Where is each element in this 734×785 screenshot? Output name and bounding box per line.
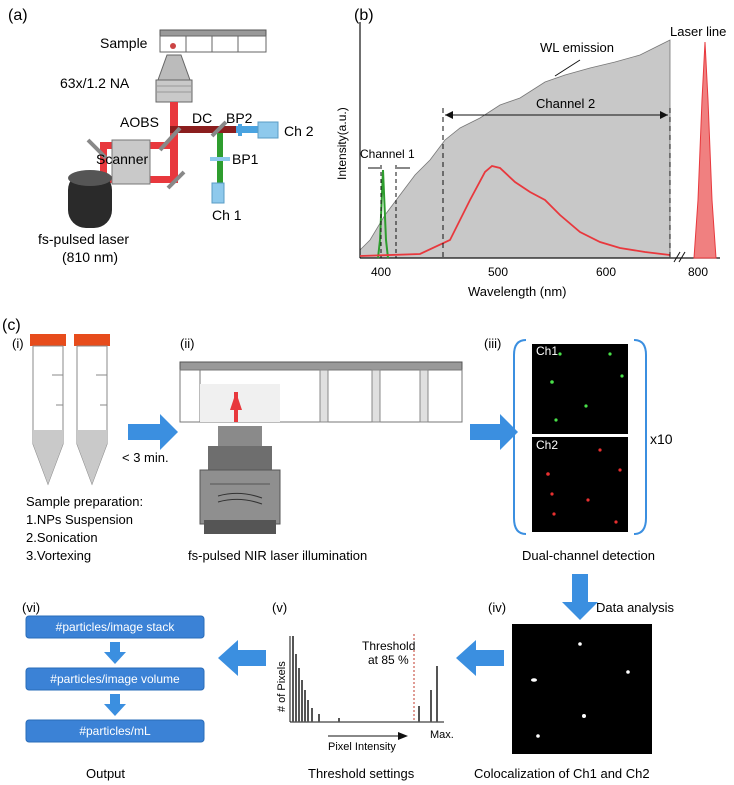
channel1-label: Channel 1 — [360, 147, 415, 161]
channel2-label: Channel 2 — [536, 96, 595, 111]
detection-images — [513, 339, 647, 535]
ch1-image-label: Ch1 — [536, 344, 558, 358]
laser-label-1: fs-pulsed laser — [38, 231, 129, 247]
ch2-detector — [257, 121, 279, 139]
panel-a-label: (a) — [8, 7, 28, 24]
aobs-label: AOBS — [120, 114, 159, 130]
dc-label: DC — [192, 110, 212, 126]
panel-b: (b) Channel 1 Channel 2 WL emission Lase… — [335, 7, 726, 299]
bp1-label: BP1 — [232, 151, 259, 167]
output-box-1: #particles/image stack — [56, 620, 176, 634]
step-vi-label: (vi) — [22, 600, 40, 615]
threshold-label-2: at 85 % — [368, 653, 409, 667]
step-ii-label: (ii) — [180, 336, 194, 351]
laser-head — [68, 170, 112, 228]
prep-step-2: 2.Sonication — [26, 530, 98, 545]
step-iii-label: (iii) — [484, 336, 501, 351]
objective-lens — [155, 54, 193, 103]
scanner-label: Scanner — [96, 151, 148, 167]
ch2-label: Ch 2 — [284, 123, 314, 139]
prep-step-1: 1.NPs Suspension — [26, 512, 133, 527]
arrow-iii-to-iv — [562, 574, 598, 620]
bp1-filter — [210, 157, 230, 161]
ch1-label: Ch 1 — [212, 207, 242, 223]
tick-400: 400 — [371, 265, 391, 279]
illumination-setup — [179, 361, 463, 534]
prep-step-3: 3.Vortexing — [26, 548, 91, 563]
axis-break-2 — [678, 251, 686, 263]
output-box-3: #particles/mL — [79, 724, 151, 738]
channel2-arrowhead-left — [445, 111, 453, 119]
histogram-xlabel: Pixel Intensity — [328, 741, 396, 753]
wl-emission-pointer — [554, 59, 581, 77]
objective-label: 63x/1.2 NA — [60, 75, 130, 91]
wl-emission-area — [359, 39, 671, 259]
ch1-detector — [211, 182, 225, 204]
scanner-box — [111, 139, 151, 185]
output-caption: Output — [86, 766, 125, 781]
laser-line-peak — [693, 41, 717, 259]
channel1-green-peak — [377, 169, 389, 259]
channel2-arrowhead-right — [660, 111, 668, 119]
bp2-label: BP2 — [226, 110, 253, 126]
prep-title: Sample preparation: — [26, 494, 143, 509]
step-iv-label: (iv) — [488, 600, 506, 615]
threshold-caption: Threshold settings — [308, 766, 415, 781]
step-v-label: (v) — [272, 600, 287, 615]
tick-800: 800 — [688, 265, 708, 279]
x-axis-label: Wavelength (nm) — [468, 284, 567, 299]
step-i-label: (i) — [12, 336, 24, 351]
repeat-label: x10 — [650, 431, 673, 447]
threshold-histogram — [289, 634, 444, 740]
panel-c: (c) (i) Sample preparation: 1.NPs Suspen… — [2, 317, 675, 781]
output-flow — [25, 615, 205, 743]
laser-label-2: (810 nm) — [62, 249, 118, 265]
sample-label: Sample — [100, 35, 148, 51]
red-emission-curve — [359, 165, 671, 257]
panel-c-label: (c) — [2, 317, 21, 334]
detection-caption: Dual-channel detection — [522, 548, 655, 563]
y-axis-label: Intensity(a.u.) — [335, 107, 349, 180]
bp2-filter — [238, 124, 242, 136]
laser-line-label: Laser line — [670, 24, 726, 39]
data-analysis-label: Data analysis — [596, 600, 675, 615]
panel-b-label: (b) — [354, 7, 374, 24]
output-box-2: #particles/image volume — [50, 672, 180, 686]
time-label: < 3 min. — [122, 450, 169, 465]
arrow-v-to-vi — [218, 640, 266, 676]
wl-emission-label: WL emission — [540, 40, 614, 55]
histogram-ylabel: # of Pixels — [276, 661, 288, 712]
ch2-image-label: Ch2 — [536, 438, 558, 452]
colocalization-caption: Colocalization of Ch1 and Ch2 — [474, 766, 650, 781]
colocalization-image — [512, 624, 652, 754]
illumination-caption: fs-pulsed NIR laser illumination — [188, 548, 367, 563]
histogram-max-label: Max. — [430, 729, 454, 741]
axis-break-1 — [673, 251, 681, 263]
tick-500: 500 — [488, 265, 508, 279]
arrow-iv-to-v — [456, 640, 504, 676]
mirrors — [86, 120, 228, 190]
sample-tubes — [30, 334, 110, 486]
panel-a: (a) Sample 63x/1.2 NA — [8, 7, 314, 265]
tick-600: 600 — [596, 265, 616, 279]
sample-holder — [159, 29, 267, 53]
arrow-i-to-ii — [128, 414, 178, 450]
arrow-ii-to-iii — [470, 414, 518, 450]
threshold-label-1: Threshold — [362, 639, 415, 653]
